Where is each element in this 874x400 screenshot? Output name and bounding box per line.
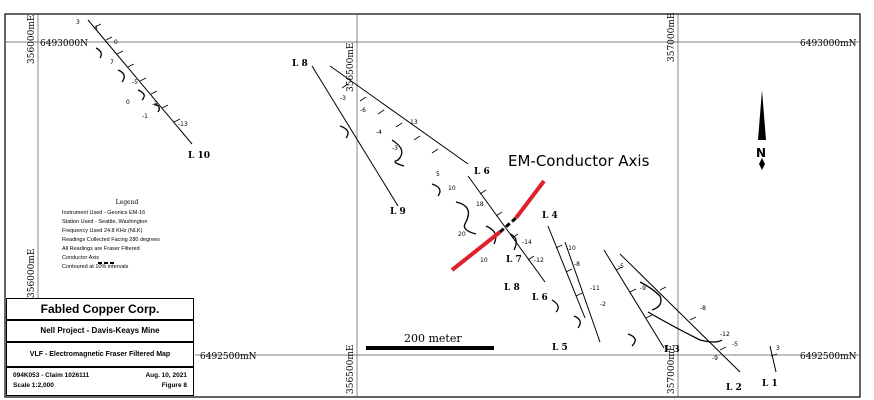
svg-text:0: 0 <box>114 39 118 46</box>
line-label-l7: L 7 <box>506 255 522 265</box>
survey-line-l2 <box>619 253 741 373</box>
survey-line-l9 <box>311 65 399 207</box>
grid-label-n-top-left: 6493000N <box>40 39 88 49</box>
grid-label-357000e-top: 357000mE <box>667 13 677 62</box>
line-label-l5: L 5 <box>552 343 568 353</box>
legend-item: Station Used - Seattle, Washington <box>62 219 148 225</box>
grid-label-n-bottom-left: 6492500mN <box>200 352 257 362</box>
title-block-scale: Scale 1:2,000 <box>13 382 54 389</box>
line-label-l1: L 1 <box>762 379 778 389</box>
title-block-project: Nell Project - Davis-Keays Mine <box>6 320 194 342</box>
svg-text:-5: -5 <box>732 341 738 348</box>
line-label-l6-top: L 6 <box>474 167 490 177</box>
grid-label-356500e-bottom: 356500mE <box>346 345 356 394</box>
title-block-figure: Figure 8 <box>161 382 187 389</box>
em-conductor-axis-label: EM-Conductor Axis <box>508 152 650 170</box>
legend-item: All Readings are Fraser Filtered <box>62 246 140 252</box>
line-label-l8-top: L 8 <box>292 59 308 69</box>
station-ticks <box>94 23 778 357</box>
svg-text:3: 3 <box>776 345 780 352</box>
grid-label-n-bottom-right: 6492500mN <box>800 352 857 362</box>
north-arrow-icon <box>758 90 766 170</box>
legend-item: Frequency Used 24.8 KHz (NLK) <box>62 228 143 234</box>
line-label-l9: L 9 <box>390 207 406 217</box>
svg-text:-1: -1 <box>142 113 148 120</box>
scale-bar <box>366 346 494 350</box>
svg-text:10: 10 <box>480 257 488 264</box>
north-arrow-label: N <box>756 146 766 160</box>
svg-text:5: 5 <box>436 171 440 178</box>
svg-text:-11: -11 <box>590 285 600 292</box>
grid-label-356000e-bottom: 356000mE <box>27 249 37 298</box>
survey-line-l3 <box>603 249 665 349</box>
svg-text:-5: -5 <box>618 263 624 270</box>
svg-text:-12: -12 <box>534 257 544 264</box>
em-conductor-axis <box>450 179 546 272</box>
svg-text:7: 7 <box>110 59 114 66</box>
legend-title: Legend <box>115 199 139 206</box>
title-block-date: Aug. 10, 2021 <box>145 372 187 379</box>
line-label-l4: L 4 <box>542 211 558 221</box>
legend: Legend Instrument Used - Geonics EM-16 S… <box>62 198 192 272</box>
svg-text:20: 20 <box>458 231 466 238</box>
svg-text:-8: -8 <box>574 261 580 268</box>
svg-text:0: 0 <box>126 99 130 106</box>
survey-line-l5 <box>564 241 601 343</box>
svg-text:18: 18 <box>476 201 484 208</box>
svg-text:3: 3 <box>76 19 80 26</box>
line-label-l2: L 2 <box>726 383 742 393</box>
title-block-company: Fabled Copper Corp. <box>6 298 194 320</box>
title-block-details: 094K053 - Claim 1026111 Aug. 10, 2021 Sc… <box>6 367 194 396</box>
grid-label-356000e-top: 356000mE <box>27 15 37 64</box>
svg-text:-9: -9 <box>640 285 646 292</box>
survey-line-l8-upper <box>329 65 469 165</box>
svg-text:-4: -4 <box>376 129 382 136</box>
svg-text:-5: -5 <box>132 79 138 86</box>
scale-bar-label: 200 meter <box>404 332 462 345</box>
svg-text:-8: -8 <box>700 305 706 312</box>
svg-text:-14: -14 <box>522 239 532 246</box>
svg-text:-3: -3 <box>152 101 158 108</box>
svg-text:-10: -10 <box>566 245 576 252</box>
grid-label-356500e-top: 356500mE <box>346 43 356 92</box>
legend-item: Readings Collected Facing 280 degrees <box>62 237 160 243</box>
svg-text:10: 10 <box>448 185 456 192</box>
svg-text:-6: -6 <box>360 107 366 114</box>
title-block-map-title: VLF - Electromagnetic Fraser Filtered Ma… <box>6 342 194 367</box>
survey-line-l1 <box>769 345 777 373</box>
svg-text:13: 13 <box>410 119 418 126</box>
line-label-l6: L 6 <box>532 293 548 303</box>
svg-text:-2: -2 <box>600 301 606 308</box>
grid-label-n-top-right: 6493000mN <box>800 39 857 49</box>
svg-text:-13: -13 <box>178 121 188 128</box>
grid-label-357000e-bottom: 357000mE <box>667 345 677 394</box>
line-label-l8: L 8 <box>504 283 520 293</box>
legend-item: Conductor Axis <box>62 255 99 261</box>
survey-line-l10 <box>87 19 193 145</box>
svg-text:-9: -9 <box>712 355 718 362</box>
map-frame <box>4 13 861 398</box>
line-label-l3: L 3 <box>664 345 680 355</box>
svg-text:4: 4 <box>94 25 98 32</box>
title-block-claim: 094K053 - Claim 1026111 <box>13 372 90 379</box>
svg-text:-3: -3 <box>340 95 346 102</box>
profile-contours <box>95 47 723 347</box>
legend-item: Instrument Used - Geonics EM-16 <box>62 210 146 216</box>
station-values: 3 4 0 7 -5 -3 -13 0 -1 -3 -6 -4 -3 13 5 10 18 20 -14… <box>76 19 780 362</box>
svg-text:-3: -3 <box>392 145 398 152</box>
legend-item: Contoured at 10% intervals <box>62 264 129 270</box>
svg-text:-12: -12 <box>720 331 730 338</box>
line-label-l10: L 10 <box>188 151 210 161</box>
